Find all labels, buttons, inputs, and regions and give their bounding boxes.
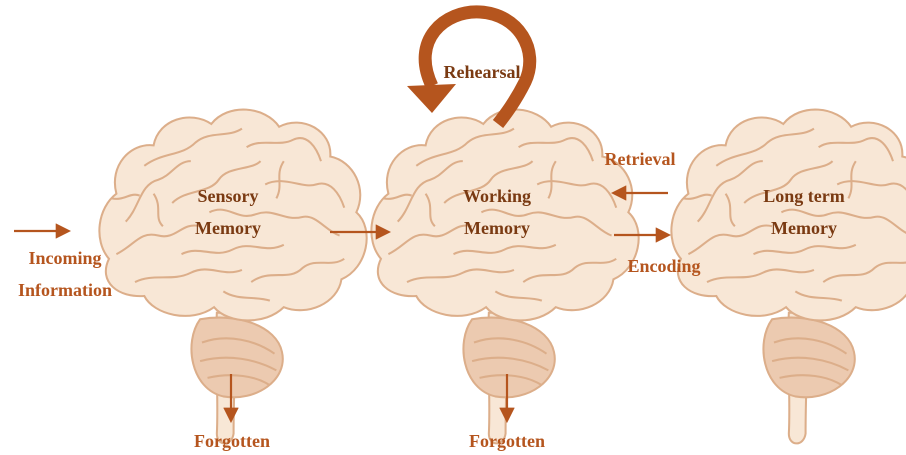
working-memory-label: Working Memory: [432, 180, 562, 244]
input-label-line2: Information: [6, 274, 124, 306]
sensory-label-line1: Sensory: [168, 180, 288, 212]
working-label-line1: Working: [432, 180, 562, 212]
retrieval-label: Retrieval: [590, 143, 690, 175]
encoding-label: Encoding: [612, 250, 716, 282]
rehearsal-label: Rehearsal: [430, 56, 534, 88]
working-forgotten-label: Forgotten: [445, 425, 569, 455]
working-label-line2: Memory: [432, 212, 562, 244]
longterm-label-line1: Long term: [740, 180, 868, 212]
sensory-memory-label: Sensory Memory: [168, 180, 288, 244]
sensory-label-line2: Memory: [168, 212, 288, 244]
longterm-label-line2: Memory: [740, 212, 868, 244]
input-label: Incoming Information: [6, 242, 124, 306]
input-label-line1: Incoming: [6, 242, 124, 274]
sensory-forgotten-label: Forgotten: [170, 425, 294, 455]
sensory-brain-icon: [99, 110, 366, 444]
longterm-memory-label: Long term Memory: [740, 180, 868, 244]
